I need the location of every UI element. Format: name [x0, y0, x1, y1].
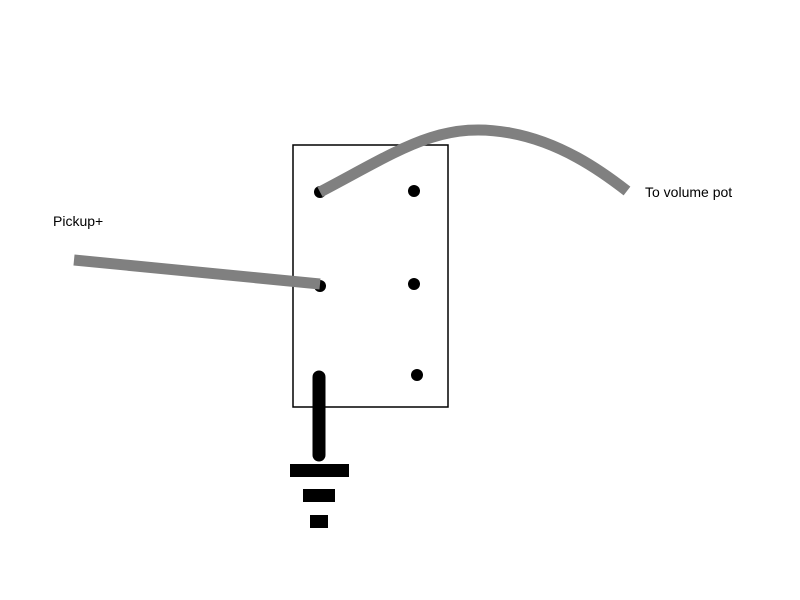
ground-icon	[290, 464, 349, 528]
ground-bar-top	[290, 464, 349, 477]
pickup-wire	[73, 254, 321, 290]
terminal-bottom-right	[411, 369, 423, 381]
ground-bar-middle	[303, 489, 335, 502]
ground-bar-bottom	[310, 515, 328, 528]
switch-body	[292, 144, 449, 408]
volume-wire	[317, 124, 631, 197]
terminal-middle-right	[408, 278, 420, 290]
terminal-top-right	[408, 185, 420, 197]
volume-pot-label: To volume pot	[645, 184, 732, 200]
pickup-label: Pickup+	[53, 213, 103, 229]
